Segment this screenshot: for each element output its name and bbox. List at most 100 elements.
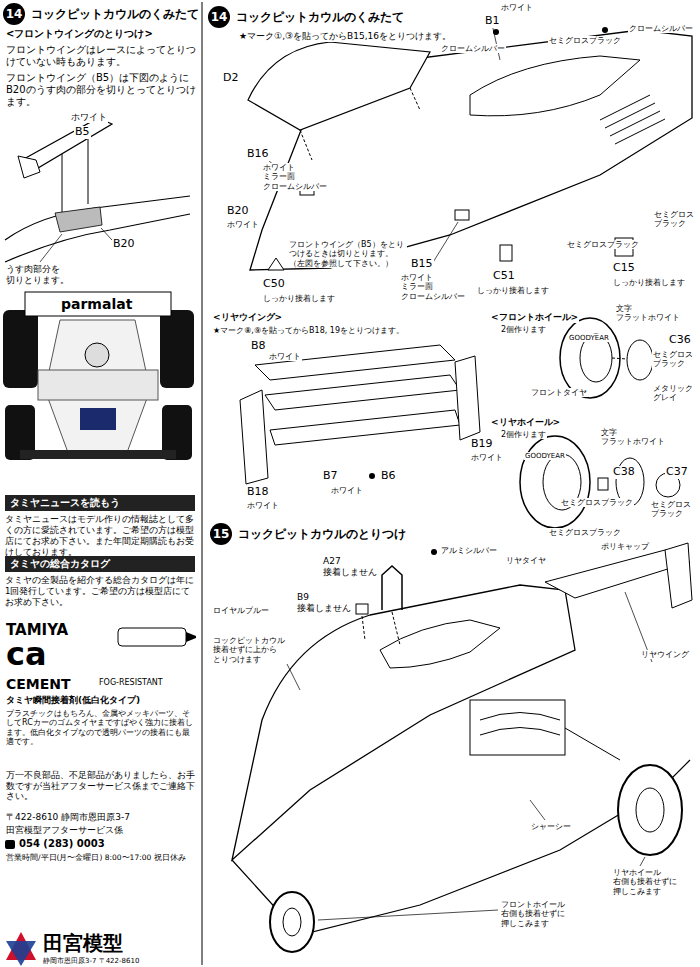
callout-label: しっかり接着します: [476, 286, 550, 295]
callout-label: ホワイト: [246, 501, 280, 510]
callout-label: 文字 フラットホワイト: [600, 428, 668, 447]
dashed-guide: [392, 612, 400, 645]
paint-mark: [602, 27, 608, 33]
callout-label: しっかり接着します: [262, 294, 336, 303]
step-number: 15: [210, 523, 232, 545]
paint-mark: [369, 473, 375, 479]
callout-label: 営業時間/平日(月〜金曜日) 8:00〜17:00 祝日休み: [5, 854, 187, 863]
part-number: B7: [322, 470, 339, 483]
nose-outline: [5, 196, 190, 240]
louver: [615, 119, 665, 144]
callout-label: <リヤホイール>: [490, 417, 561, 428]
part-number: B5: [74, 126, 91, 139]
photo-rear-tyre: [160, 310, 194, 388]
part-number: B20: [226, 205, 250, 218]
callout-label: ホワイト: [268, 352, 302, 361]
cockpit-opening: [470, 56, 640, 116]
part-number: B16: [246, 148, 270, 161]
callout-label: FOG-RESISTANT: [98, 678, 164, 687]
phone-icon: [5, 840, 15, 849]
callout-label: 静岡市恩田原3-7 〒422-8610: [42, 957, 140, 965]
callout-label: セミグロス ブラック: [653, 210, 697, 229]
rear-wheel: [618, 765, 682, 855]
callout-label: フロントタイヤ: [530, 388, 588, 397]
callout-label: B9 接着しません: [296, 592, 354, 613]
wing-strut: [88, 134, 89, 204]
step-number: 14: [208, 6, 230, 28]
wing-strut: [62, 150, 63, 212]
part-number: C15: [612, 262, 636, 275]
cement-nozzle: [186, 632, 196, 642]
photo-sidepods: [38, 370, 158, 400]
note-text: フロントウイングはレースによってとりつけていない時もあります。: [5, 44, 197, 68]
callout-label: GOODYEAR: [524, 452, 566, 460]
callout-label: ホワイト ミラー面 クロームシルバー: [400, 273, 468, 301]
callout-label: ホワイト: [470, 453, 504, 462]
callout-label: クロームシルバー: [628, 24, 694, 33]
callout-label: ホワイト: [330, 486, 364, 495]
callout-label: アルミシルバー: [440, 546, 498, 555]
callout-label: 文字 フラットホワイト: [615, 304, 683, 323]
dashed-guide: [300, 130, 312, 160]
part-number: C36: [668, 334, 692, 347]
callout-label: 054 (283) 0003: [18, 838, 106, 850]
part-number: D2: [222, 72, 239, 85]
callout-label: ポリキャップ: [600, 542, 650, 551]
step-heading: 14コックピットカウルのくみたて: [208, 6, 406, 28]
exhaust-pipes: [480, 713, 620, 761]
callout-label: コックピットカウル 接着せずに上から とりつけます: [212, 636, 288, 664]
cement-tube: [118, 628, 186, 646]
part-number: C37: [665, 466, 689, 479]
callout-label: タミヤ瞬間接着剤(低白化タイプ): [5, 695, 141, 706]
callout-label: ホワイト: [226, 220, 260, 229]
fin-part: [268, 258, 284, 270]
callout-label: ホワイト: [500, 3, 534, 12]
rear-wing-plane: [270, 410, 460, 445]
note-text: プラスチックはもちろん、金属やメッキパーツ、そしてRCカーのゴムタイヤまですばや…: [5, 709, 197, 747]
banner-body: タミヤニュースはモデル作りの情報誌として多くの方に愛読されています。ご希望の方は…: [5, 511, 195, 558]
callout-label: セミグロスブラック: [566, 240, 640, 249]
bracket-part: [500, 245, 512, 261]
rear-tyre: [520, 436, 590, 528]
front-hub: [627, 340, 653, 380]
rear-hub: [636, 788, 664, 832]
callout-label: 田宮模型アフターサービス係: [5, 825, 124, 836]
rear-wing-endplate: [240, 390, 268, 484]
callout-label: ★マーク⑧,⑨を貼ってからB18, 19をとりつけます。: [212, 326, 405, 335]
part-number: B15: [410, 258, 434, 271]
callout-label: セミグロスブラック: [548, 36, 622, 45]
part-number: C51: [492, 270, 516, 283]
callout-label: <フロントウイングのとりつけ>: [5, 28, 154, 40]
step-title: コックピットカウルのくみたて: [29, 6, 201, 23]
info-banner: タミヤの総合カタログタミヤの全製品を紹介する総合カタログは年に1回発行しています…: [5, 556, 195, 608]
louver: [600, 95, 650, 120]
photo-stripe: [80, 408, 116, 430]
polycap: [598, 478, 608, 490]
callout-label: ホワイト: [70, 112, 108, 123]
leader-line: [640, 857, 645, 866]
callout-label: ホワイト ミラー面 クロームシルバー: [262, 163, 330, 191]
callout-label: セミグロス ブラック: [652, 350, 696, 369]
callout-label: ★マーク①,③を貼ってからB15,16をとりつけます。: [238, 31, 452, 42]
louver: [605, 103, 655, 128]
dashed-guide: [362, 616, 365, 640]
paint-mark: [431, 549, 437, 555]
photo-rear-tyre: [3, 310, 38, 388]
rear-wing-endplate: [455, 356, 480, 440]
leader-line: [318, 910, 498, 920]
leader-line: [40, 234, 62, 262]
part-number: B1: [484, 15, 501, 28]
callout-label: GOODYEAR: [568, 334, 610, 342]
callout-label: A27 接着しません: [322, 556, 380, 577]
callout-label: フロントウイング（B5）をとり つけるときは切りとります。 （左図を参照して下さ…: [288, 240, 407, 268]
paint-mark: [493, 29, 499, 35]
logo-star: [6, 941, 36, 966]
step-title: コックピットカウルのくみたて: [234, 9, 406, 26]
callout-label: CEMENT: [5, 676, 72, 693]
photo-helmet: [85, 343, 109, 367]
note-text: フロントウイング（B5）は下図のようにB20のうす肉の部分を切りとってとりつけま…: [5, 72, 197, 107]
callout-label: parmalat: [60, 296, 133, 313]
leader-line: [530, 800, 545, 820]
step-heading: 14コックピットカウルのくみたて: [3, 3, 201, 25]
